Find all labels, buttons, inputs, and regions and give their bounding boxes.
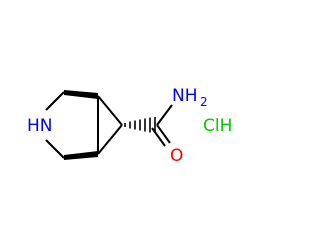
bond-nh-lower-ch2 xyxy=(45,139,65,159)
hydrochloride-label: ClH xyxy=(203,116,232,136)
amide-n-subscript: 2 xyxy=(200,95,208,109)
bond-lower-bridgehead-cyclopropyl xyxy=(97,124,123,155)
bond-carbonyl-amide-n xyxy=(156,104,173,126)
amide-o-atom-label: O xyxy=(170,146,183,166)
wedge-bond-lower-bridgehead xyxy=(64,151,98,160)
amide-n-atom-label: NH xyxy=(172,86,198,106)
bond-nh-upper-ch2 xyxy=(45,91,65,111)
chemical-structure: HN NH 2 O ClH xyxy=(27,86,232,166)
bond-carbonyl-oxygen-2 xyxy=(151,127,166,147)
bond-carbonyl-oxygen-1 xyxy=(156,124,171,144)
wedge-bond-upper-bridgehead xyxy=(64,90,98,99)
bond-upper-bridgehead-cyclopropyl xyxy=(97,95,123,126)
nh-atom-label: HN xyxy=(27,116,53,136)
hashed-bond-carboxamide xyxy=(124,117,156,133)
